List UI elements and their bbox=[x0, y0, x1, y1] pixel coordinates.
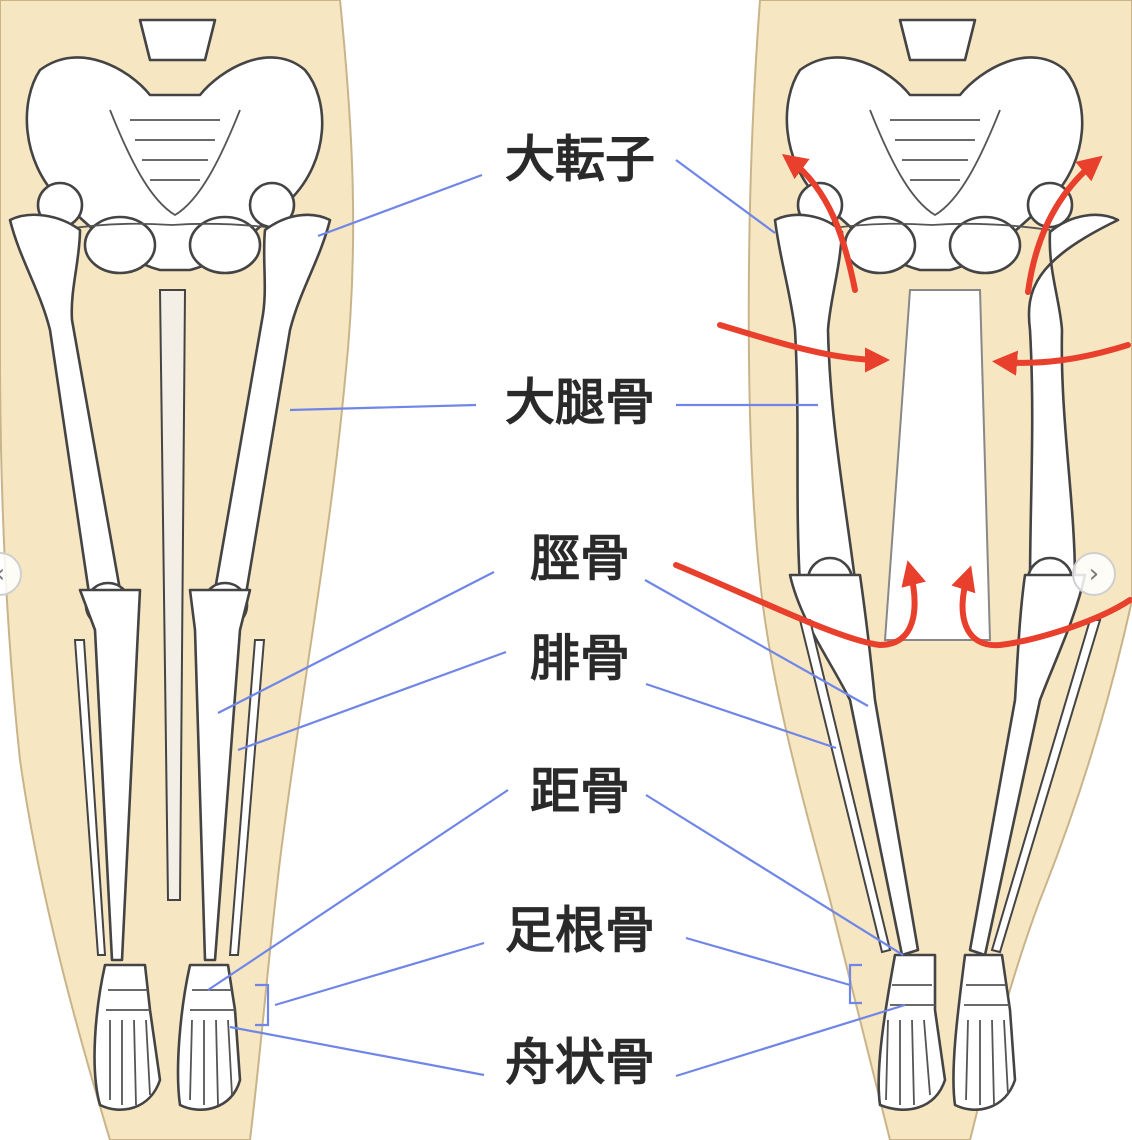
bone-labels: 大転子 大腿骨 脛骨 腓骨 距骨 足根骨 舟状骨 bbox=[505, 131, 655, 1092]
label-tibia: 脛骨 bbox=[530, 530, 630, 588]
left-feet bbox=[93, 963, 242, 1111]
label-tarsal-bones: 足根骨 bbox=[505, 902, 655, 960]
rotation-arrows bbox=[673, 153, 1132, 649]
right-lower-legs bbox=[788, 556, 1102, 957]
left-figure-normal-legs bbox=[0, 0, 355, 1140]
left-pelvis bbox=[25, 18, 324, 275]
label-navicular: 舟状骨 bbox=[505, 1034, 655, 1092]
right-femurs bbox=[773, 181, 1120, 641]
knee-arrow-left bbox=[673, 560, 926, 649]
knee-arrow-right bbox=[951, 565, 1132, 649]
label-femur: 大腿骨 bbox=[505, 374, 655, 432]
leader-lines bbox=[207, 159, 906, 1078]
thigh-arrow-left bbox=[717, 322, 891, 373]
right-pelvis bbox=[785, 18, 1084, 275]
left-femurs bbox=[8, 181, 332, 901]
label-greater-trochanter: 大転子 bbox=[505, 131, 655, 189]
left-lower-legs bbox=[73, 581, 266, 962]
right-figure-bowed-legs bbox=[673, 0, 1132, 1140]
label-talus: 距骨 bbox=[530, 763, 630, 821]
next-button[interactable]: › bbox=[1072, 552, 1116, 596]
label-fibula: 腓骨 bbox=[530, 630, 630, 688]
thigh-arrow-right bbox=[991, 342, 1131, 376]
chevron-right-icon: › bbox=[1088, 559, 1100, 589]
hip-arrow-left bbox=[781, 153, 858, 293]
right-feet bbox=[877, 953, 1017, 1111]
chevron-left-icon: ‹ bbox=[0, 559, 5, 589]
hip-arrow-right bbox=[1025, 155, 1103, 295]
